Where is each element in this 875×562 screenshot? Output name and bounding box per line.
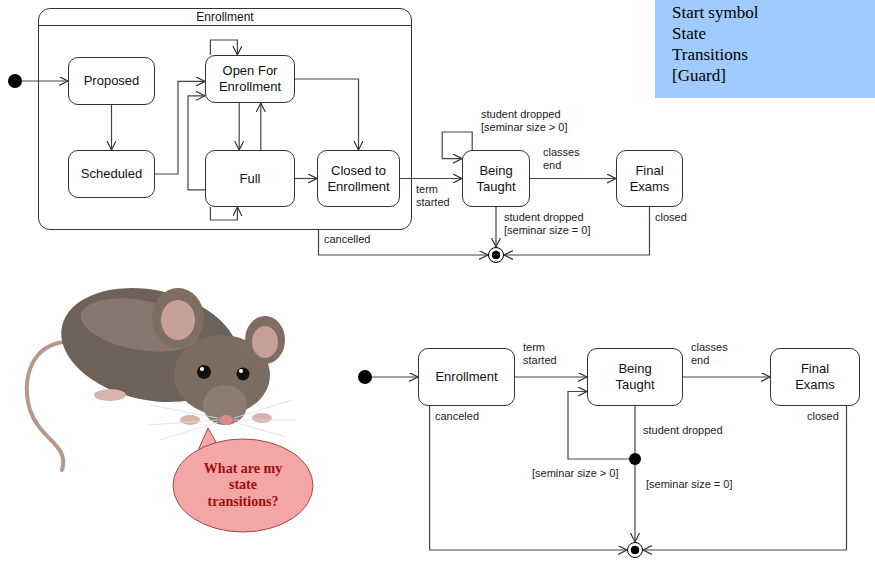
transition-label: [seminar size > 0]	[531, 467, 620, 480]
whisker	[234, 400, 292, 418]
transition-arrow	[504, 207, 650, 255]
final-state	[627, 542, 643, 558]
speech-bubble: What are my state transitions?	[172, 438, 314, 533]
transition-arrow	[295, 79, 359, 150]
state-name: Scheduled	[81, 166, 142, 182]
mouse-snout	[203, 385, 247, 425]
state-name: Open For Enrollment	[210, 63, 290, 94]
state-name: Being Taught	[605, 361, 665, 392]
transition-label: student dropped [seminar size = 0]	[503, 211, 609, 237]
state-name: Closed to Enrollment	[322, 163, 395, 194]
legend-text: Start symbol	[672, 2, 875, 23]
mouse-eye	[237, 368, 250, 381]
transition-label: term started	[415, 183, 459, 209]
state-box: Final Exams	[770, 348, 860, 406]
transition-label: classes end	[542, 146, 588, 172]
mouse-foot	[180, 415, 200, 425]
transition-arrow	[295, 178, 317, 179]
state-name: Final Exams	[621, 163, 678, 194]
transition-label: student dropped	[642, 424, 724, 437]
eye-highlight	[239, 369, 243, 373]
state-box: Enrollment	[418, 348, 515, 406]
transition-arrow	[239, 103, 240, 150]
speech-text: What are my state transitions?	[203, 461, 283, 509]
mouse-nose	[219, 415, 233, 425]
transition-arrow	[111, 105, 112, 150]
transition-arrow	[515, 376, 587, 377]
mouse-ear	[152, 288, 204, 348]
legend-text: State	[672, 23, 875, 44]
state-box: Final Exams	[616, 150, 683, 207]
composite-state: EnrollmentProposed Open For EnrollmentSch…	[38, 8, 412, 230]
transition-arrow	[210, 40, 237, 55]
state-name: Being Taught	[467, 163, 525, 194]
transition-arrow	[495, 207, 496, 247]
state-box: Full	[205, 150, 295, 207]
transition-arrow	[530, 178, 616, 179]
whisker	[150, 405, 218, 418]
transition-label: student dropped [seminar size > 0]	[480, 108, 586, 134]
transition-arrow	[430, 406, 627, 550]
transition-arrow	[260, 103, 261, 150]
mouse-foot	[94, 389, 126, 401]
state-box: Open For Enrollment	[205, 55, 295, 103]
legend-text: [Guard]	[672, 65, 875, 86]
transition-label: canceled	[434, 410, 480, 423]
mouse-whiskers	[148, 400, 296, 440]
composite-title: Enrollment	[196, 9, 253, 25]
mouse-ear	[245, 316, 285, 364]
initial-state	[358, 370, 372, 384]
bubble-ellipse	[173, 439, 313, 532]
mouse-foot	[252, 413, 272, 423]
transition-label: classes end	[690, 341, 736, 367]
mouse-eye	[197, 365, 211, 379]
mouse-ear-inner	[161, 300, 195, 340]
mouse-ear-inner	[252, 326, 278, 358]
transition-arrow	[319, 230, 489, 255]
eye-highlight	[200, 367, 204, 371]
state-box: Closed to Enrollment	[317, 150, 400, 207]
transition-arrow	[634, 406, 635, 453]
transition-label: cancelled	[323, 233, 371, 246]
transition-arrow	[683, 376, 770, 377]
transition-arrow	[634, 465, 635, 542]
state-box: Being Taught	[462, 150, 530, 207]
transition-label: closed	[806, 410, 840, 423]
compartment-header: Enrollment	[39, 9, 411, 26]
transition-arrow	[372, 376, 418, 377]
transition-arrow	[22, 80, 68, 81]
transition-label: term started	[522, 341, 566, 367]
transition-label: closed	[654, 211, 688, 224]
transition-arrow	[643, 406, 847, 550]
initial-state	[8, 74, 22, 88]
state-box: Scheduled	[68, 150, 155, 198]
transition-arrow	[188, 96, 205, 190]
whisker	[234, 422, 286, 437]
whisker	[234, 420, 296, 421]
transition-arrow	[210, 207, 237, 220]
state-name: Enrollment	[435, 369, 497, 385]
final-state	[488, 247, 504, 263]
state-name: Full	[240, 171, 261, 187]
state-name: Proposed	[84, 73, 140, 89]
legend-note: Start symbolStateTransitions[Guard]	[655, 0, 875, 98]
whisker	[148, 420, 218, 425]
junction-point	[629, 453, 641, 465]
state-box: Proposed	[68, 57, 155, 105]
legend-text: Transitions	[672, 44, 875, 65]
transition-arrow	[400, 178, 462, 179]
transition-label: [seminar size = 0]	[645, 478, 734, 491]
state-box: Being Taught	[587, 348, 683, 406]
state-name: Final Exams	[787, 361, 843, 392]
